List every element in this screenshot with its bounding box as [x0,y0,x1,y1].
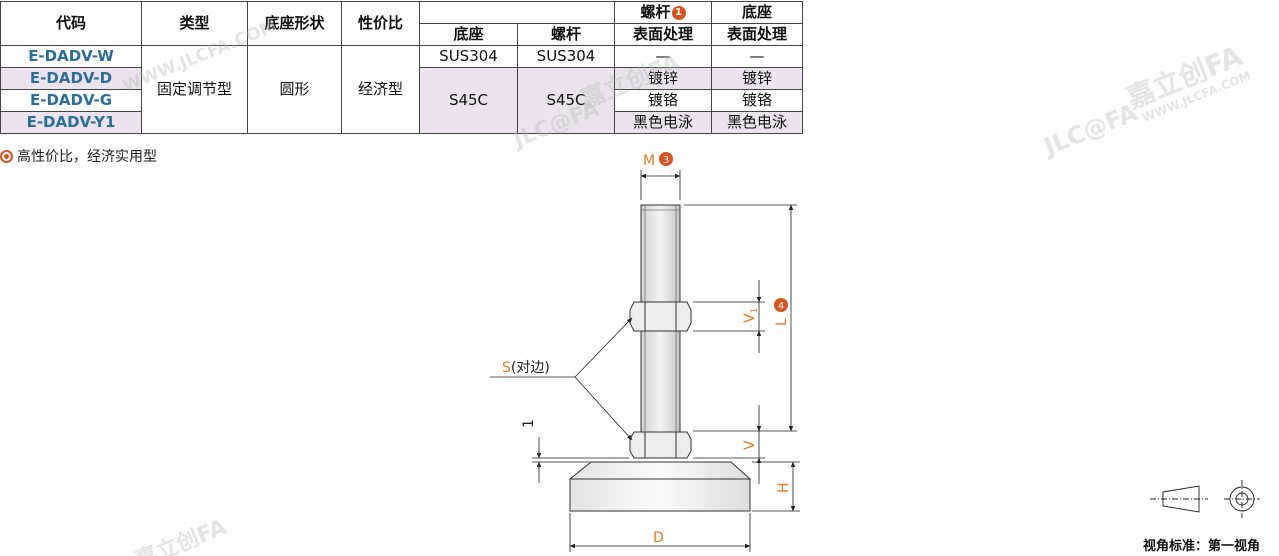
dim-gap [532,437,629,483]
feature-note-text: 高性价比，经济实用型 [17,149,157,165]
badge-4-icon [774,298,788,312]
stud-material-cell: S45C [517,67,615,134]
type-cell: 固定调节型 [141,45,248,134]
header-cost: 性价比 [341,1,420,46]
bullet-icon [0,149,13,163]
view-standard-label: 视角标准：第一视角 [1143,539,1261,554]
base-surface-cell: 镀铬 [711,89,803,112]
cost-cell: 经济型 [341,45,420,134]
dim-m-label: M [643,153,655,169]
code-cell: E-DADV-D [0,67,142,90]
base-pad [568,461,752,512]
upper-nut [629,301,692,332]
badge-4-text: 4 [778,301,784,312]
header-code: 代码 [0,1,142,46]
dim-d [569,513,751,552]
base-surface-cell: 黑色电泳 [711,111,803,134]
header-stud-surface-bottom: 表面处理 [614,23,712,46]
dim-m [640,170,681,200]
badge-3-text: 3 [663,155,669,166]
code-cell: E-DADV-W [0,45,142,68]
lower-nut [629,431,692,459]
base-material-cell: SUS304 [419,45,518,68]
dim-h [752,461,800,512]
stud-surface-cell: 黑色电泳 [614,111,712,134]
header-type: 类型 [141,1,248,46]
dim-v-label: V [742,440,758,450]
header-base-surface-bottom: 表面处理 [711,23,803,46]
dim-l-label: L [774,318,790,326]
badge-3-icon [659,152,673,166]
header-base-surface-top: 底座 [711,1,803,24]
dim-s-leader [490,317,633,441]
dim-d-label: D [653,530,664,546]
projection-symbol-icon [1150,480,1260,518]
feature-note: 高性价比，经济实用型 [0,146,157,166]
dim-l [684,204,797,432]
note-badge-1: 1 [671,6,686,21]
dim-v [693,405,765,484]
code-cell: E-DADV-Y1 [0,111,142,134]
code-cell: E-DADV-G [0,89,142,112]
dim-v1-label: V1 [742,308,760,323]
base-material-cell: S45C [419,67,518,134]
stud-material-cell: SUS304 [517,45,615,68]
header-stud-material: 螺杆 [517,23,615,46]
dim-v1 [693,280,765,353]
stud-surface-cell: 镀锌 [614,67,712,90]
dim-gap-label: 1 [521,419,537,428]
dim-s-label: S(对边) [502,360,550,376]
dim-h-label: H [776,482,792,493]
